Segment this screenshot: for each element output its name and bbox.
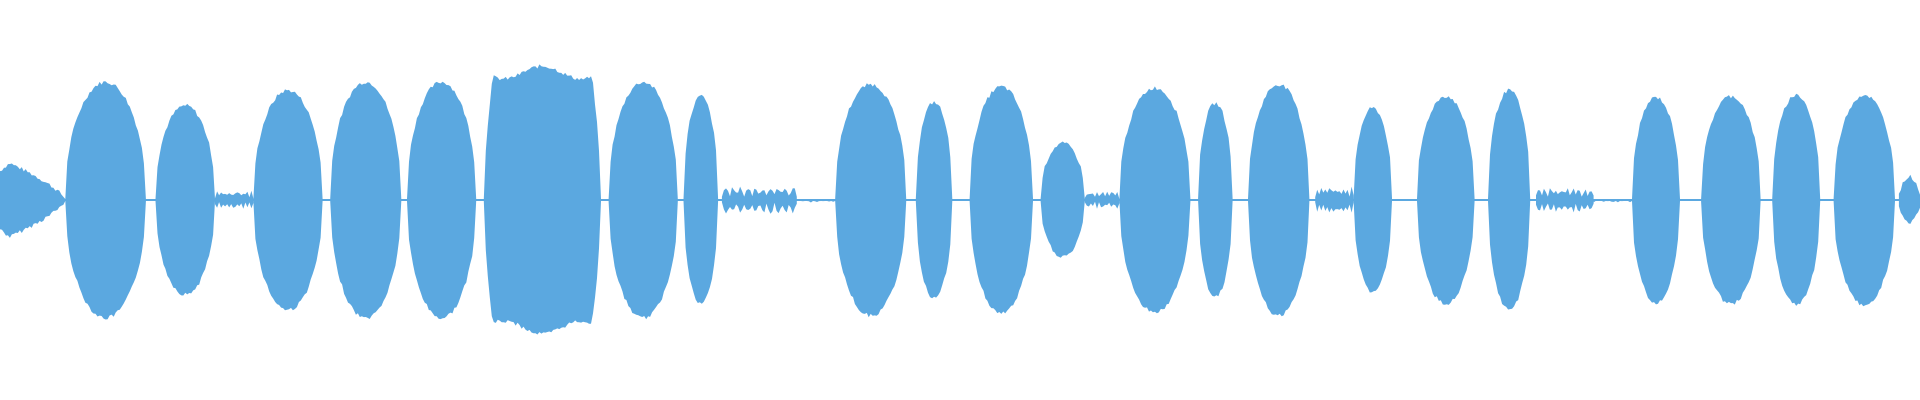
waveform-segment-29: [1833, 95, 1895, 307]
waveform-segment-27: [1701, 95, 1761, 305]
waveform-segment-30: [1898, 174, 1920, 224]
waveform-segment-4: [253, 89, 323, 311]
waveform-segments: [0, 64, 1920, 335]
waveform-segment-15: [1040, 141, 1085, 258]
waveform-segment-0: [0, 163, 66, 238]
waveform-segment-14: [969, 85, 1033, 314]
waveform-segment-20: [1315, 186, 1354, 213]
waveform-segment-18: [1198, 102, 1233, 297]
waveform-segment-12: [835, 83, 907, 318]
waveform-segment-24: [1536, 188, 1594, 213]
waveform-segment-3: [215, 190, 254, 209]
waveform-segment-17: [1119, 86, 1191, 314]
waveform-segment-7: [483, 64, 601, 335]
waveform-segment-22: [1417, 96, 1475, 305]
waveform-segment-28: [1772, 93, 1821, 306]
waveform-segment-11: [796, 199, 836, 203]
waveform-segment-6: [407, 81, 477, 320]
waveform-segment-21: [1353, 107, 1392, 293]
waveform-segment-10: [721, 186, 797, 214]
waveform-segment-9: [683, 94, 719, 304]
waveform-segment-26: [1632, 96, 1680, 305]
waveform-segment-19: [1248, 84, 1310, 317]
waveform-segment-1: [65, 81, 146, 320]
waveform-segment-16: [1084, 191, 1120, 209]
waveform-segment-23: [1488, 88, 1531, 310]
waveform-segment-2: [155, 103, 215, 296]
waveform-segment-13: [915, 101, 953, 299]
waveform-segment-8: [608, 81, 678, 320]
waveform-segment-25: [1593, 199, 1632, 203]
waveform-segment-5: [330, 82, 402, 319]
